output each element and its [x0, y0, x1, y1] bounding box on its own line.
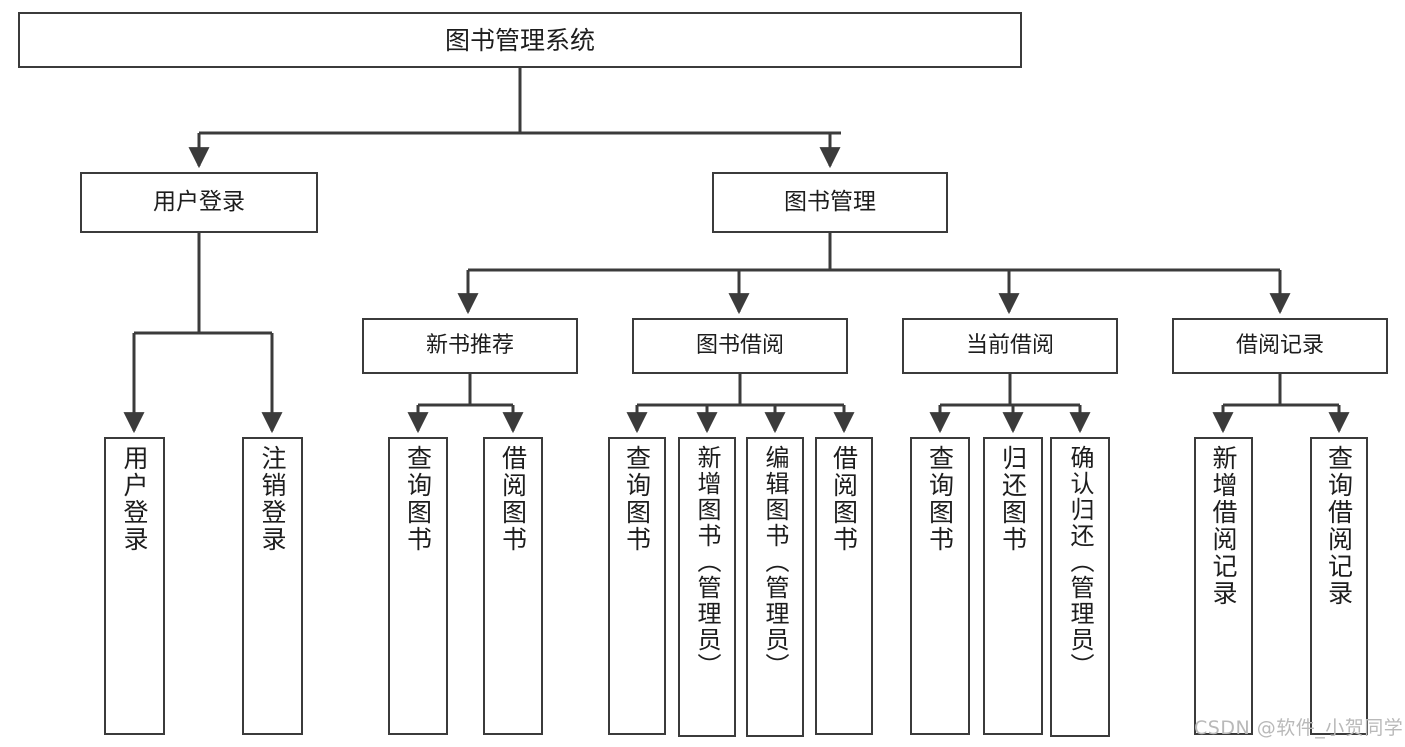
node-add-book-admin-label: 新增图书（管理员）: [693, 445, 721, 679]
node-query-borrow-record[interactable]: 查询借阅记录: [1310, 437, 1368, 735]
node-borrow-record-label: 借阅记录: [1235, 333, 1324, 359]
node-return-book-current-label: 归还图书: [998, 445, 1028, 553]
watermark: CSDN @软件_小贺同学: [1194, 717, 1404, 739]
node-current-borrow-label: 当前借阅: [965, 333, 1054, 359]
node-borrow-book-recommend-label: 借阅图书: [498, 445, 528, 553]
node-edit-book-admin-label: 编辑图书（管理员）: [761, 445, 789, 679]
node-user-login-label: 用户登录: [153, 189, 245, 216]
node-borrow-book-borrow-label: 借阅图书: [829, 445, 859, 553]
node-edit-book-admin[interactable]: 编辑图书（管理员）: [746, 437, 804, 737]
node-query-book-current[interactable]: 查询图书: [910, 437, 970, 735]
node-new-book-recommend-label: 新书推荐: [425, 333, 514, 359]
node-book-management-label: 图书管理: [784, 189, 876, 216]
node-current-borrow[interactable]: 当前借阅: [902, 318, 1118, 374]
node-query-borrow-record-label: 查询借阅记录: [1324, 445, 1354, 607]
node-add-borrow-record-label: 新增借阅记录: [1209, 445, 1238, 607]
node-borrow-record[interactable]: 借阅记录: [1172, 318, 1388, 374]
node-user-login[interactable]: 用户登录: [80, 172, 318, 233]
node-confirm-return-admin[interactable]: 确认归还（管理员）: [1050, 437, 1110, 737]
node-new-book-recommend[interactable]: 新书推荐: [362, 318, 578, 374]
node-return-book-current[interactable]: 归还图书: [983, 437, 1043, 735]
node-user-login-leaf-label: 用户登录: [120, 445, 149, 553]
node-user-login-leaf[interactable]: 用户登录: [104, 437, 165, 735]
node-query-book-recommend[interactable]: 查询图书: [388, 437, 448, 735]
node-add-book-admin[interactable]: 新增图书（管理员）: [678, 437, 736, 737]
node-query-book-borrow[interactable]: 查询图书: [608, 437, 666, 735]
node-book-borrow-label: 图书借阅: [695, 333, 784, 359]
node-borrow-book-recommend[interactable]: 借阅图书: [483, 437, 543, 735]
node-root-label: 图书管理系统: [444, 25, 595, 55]
node-query-book-recommend-label: 查询图书: [403, 445, 433, 553]
node-query-book-current-label: 查询图书: [925, 445, 955, 553]
node-add-borrow-record[interactable]: 新增借阅记录: [1194, 437, 1253, 735]
node-user-logout-leaf[interactable]: 注销登录: [242, 437, 303, 735]
node-borrow-book-borrow[interactable]: 借阅图书: [815, 437, 873, 735]
node-query-book-borrow-label: 查询图书: [622, 445, 652, 553]
node-book-borrow[interactable]: 图书借阅: [632, 318, 848, 374]
node-root[interactable]: 图书管理系统: [18, 12, 1022, 68]
node-user-logout-leaf-label: 注销登录: [258, 445, 287, 553]
node-confirm-return-admin-label: 确认归还（管理员）: [1066, 445, 1094, 679]
node-book-management[interactable]: 图书管理: [712, 172, 948, 233]
